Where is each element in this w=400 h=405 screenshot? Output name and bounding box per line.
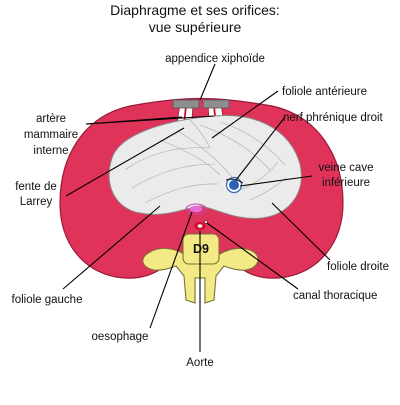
label-fente-1: fente de — [15, 181, 57, 193]
label-foliole-droite: foliole droite — [327, 261, 389, 273]
label-foliole-anterieure: foliole antérieure — [282, 86, 367, 98]
label-canal: canal thoracique — [293, 290, 377, 302]
leader-veine-cave — [239, 175, 313, 187]
leader-artere-b — [85, 115, 215, 125]
leader-fente — [65, 127, 185, 197]
label-nerf-phrenique: nerf phrénique droit — [283, 112, 384, 124]
oesophagus — [189, 205, 203, 213]
figure-title-line1: Diaphragme et ses orifices: — [110, 2, 280, 18]
label-artere-1: artère — [36, 113, 66, 125]
figure-title-line2: vue supérieure — [149, 19, 242, 35]
leader-oesophage — [149, 211, 193, 329]
aorta-lumen — [197, 224, 203, 228]
label-foliole-gauche: foliole gauche — [12, 294, 83, 306]
label-fente-2: Larrey — [20, 196, 53, 208]
inferior-vena-cava — [229, 180, 239, 190]
vertebra-body — [182, 233, 220, 265]
tendon-fibers — [124, 119, 287, 204]
leader-nerf-phrenique — [235, 116, 286, 181]
leader-appendice — [199, 63, 216, 101]
thoracic-duct — [204, 220, 208, 224]
oesophagus-ring — [185, 203, 207, 215]
xiphoid-process-left — [172, 99, 200, 109]
leader-foliole-droite — [271, 202, 331, 261]
leader-canal — [206, 222, 299, 290]
vertebra-label: D9 — [193, 242, 209, 256]
label-veine-2: inférieure — [322, 177, 370, 189]
label-veine-1: veine cave — [319, 162, 374, 174]
label-oesophage: oesophage — [92, 331, 149, 343]
leader-foliole-anterieure — [211, 90, 279, 139]
label-aorte: Aorte — [186, 357, 214, 369]
leader-lines — [62, 63, 331, 352]
phrenic-nerve — [225, 178, 244, 184]
xiphoid-process-right — [202, 99, 230, 109]
leader-foliole-gauche — [62, 205, 161, 290]
label-artere-2: mammaire — [24, 129, 78, 141]
label-artere-3: interne — [33, 145, 68, 157]
label-appendice: appendice xiphoïde — [165, 53, 265, 65]
